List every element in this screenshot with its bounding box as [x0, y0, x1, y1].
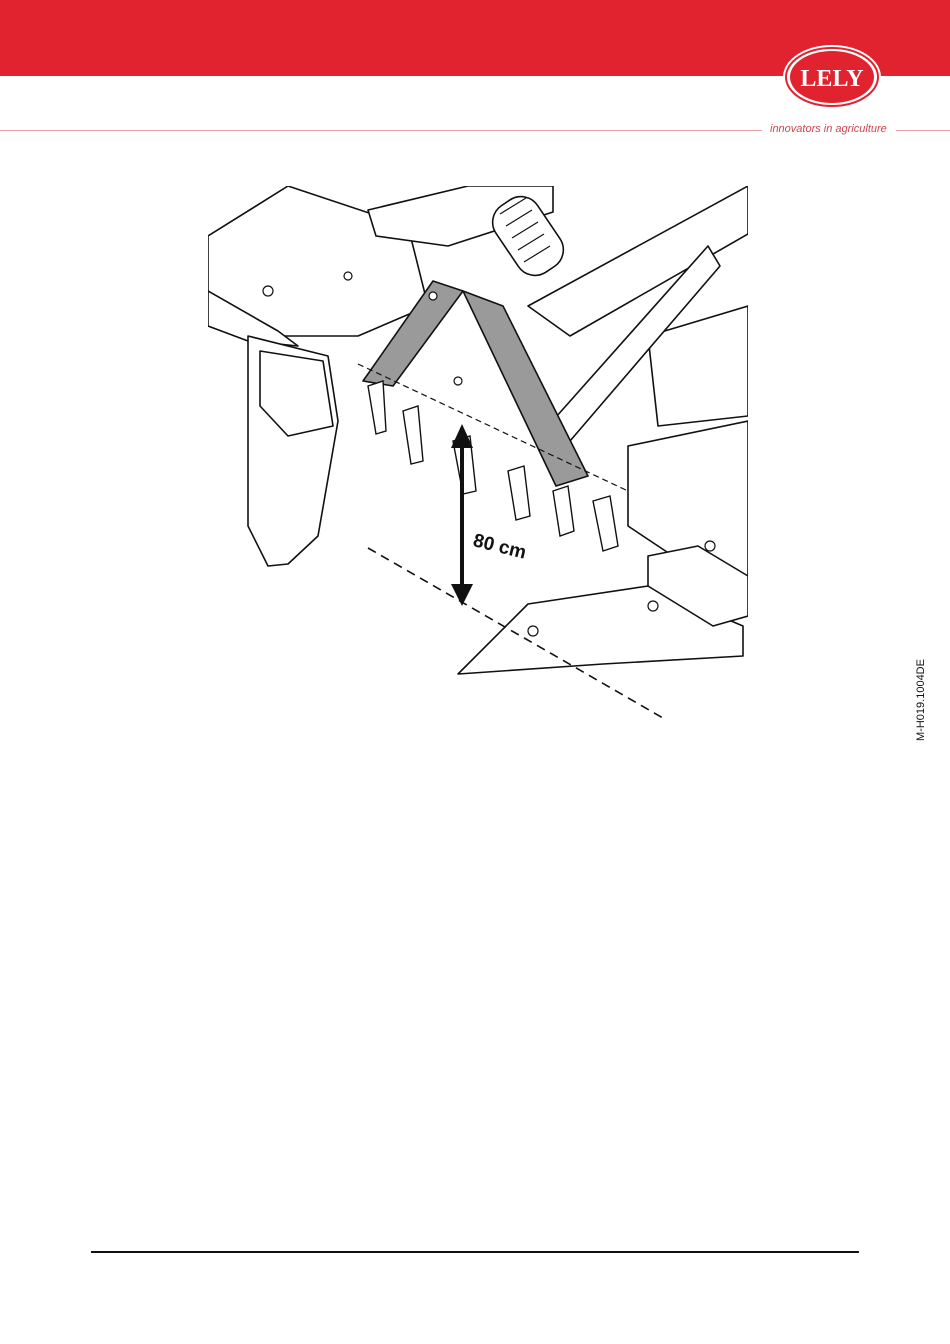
footer-rule — [91, 1251, 859, 1253]
lely-logo: LELY — [782, 44, 882, 110]
machine-figure: 80 cm — [208, 186, 748, 718]
svg-text:LELY: LELY — [800, 66, 863, 92]
dimension-label: 80 cm — [471, 530, 528, 563]
tagline: innovators in agriculture — [770, 123, 887, 135]
header-rule — [0, 130, 762, 131]
header-rule-right — [896, 130, 950, 131]
figure-code: M-H019.1004DE — [915, 659, 927, 741]
